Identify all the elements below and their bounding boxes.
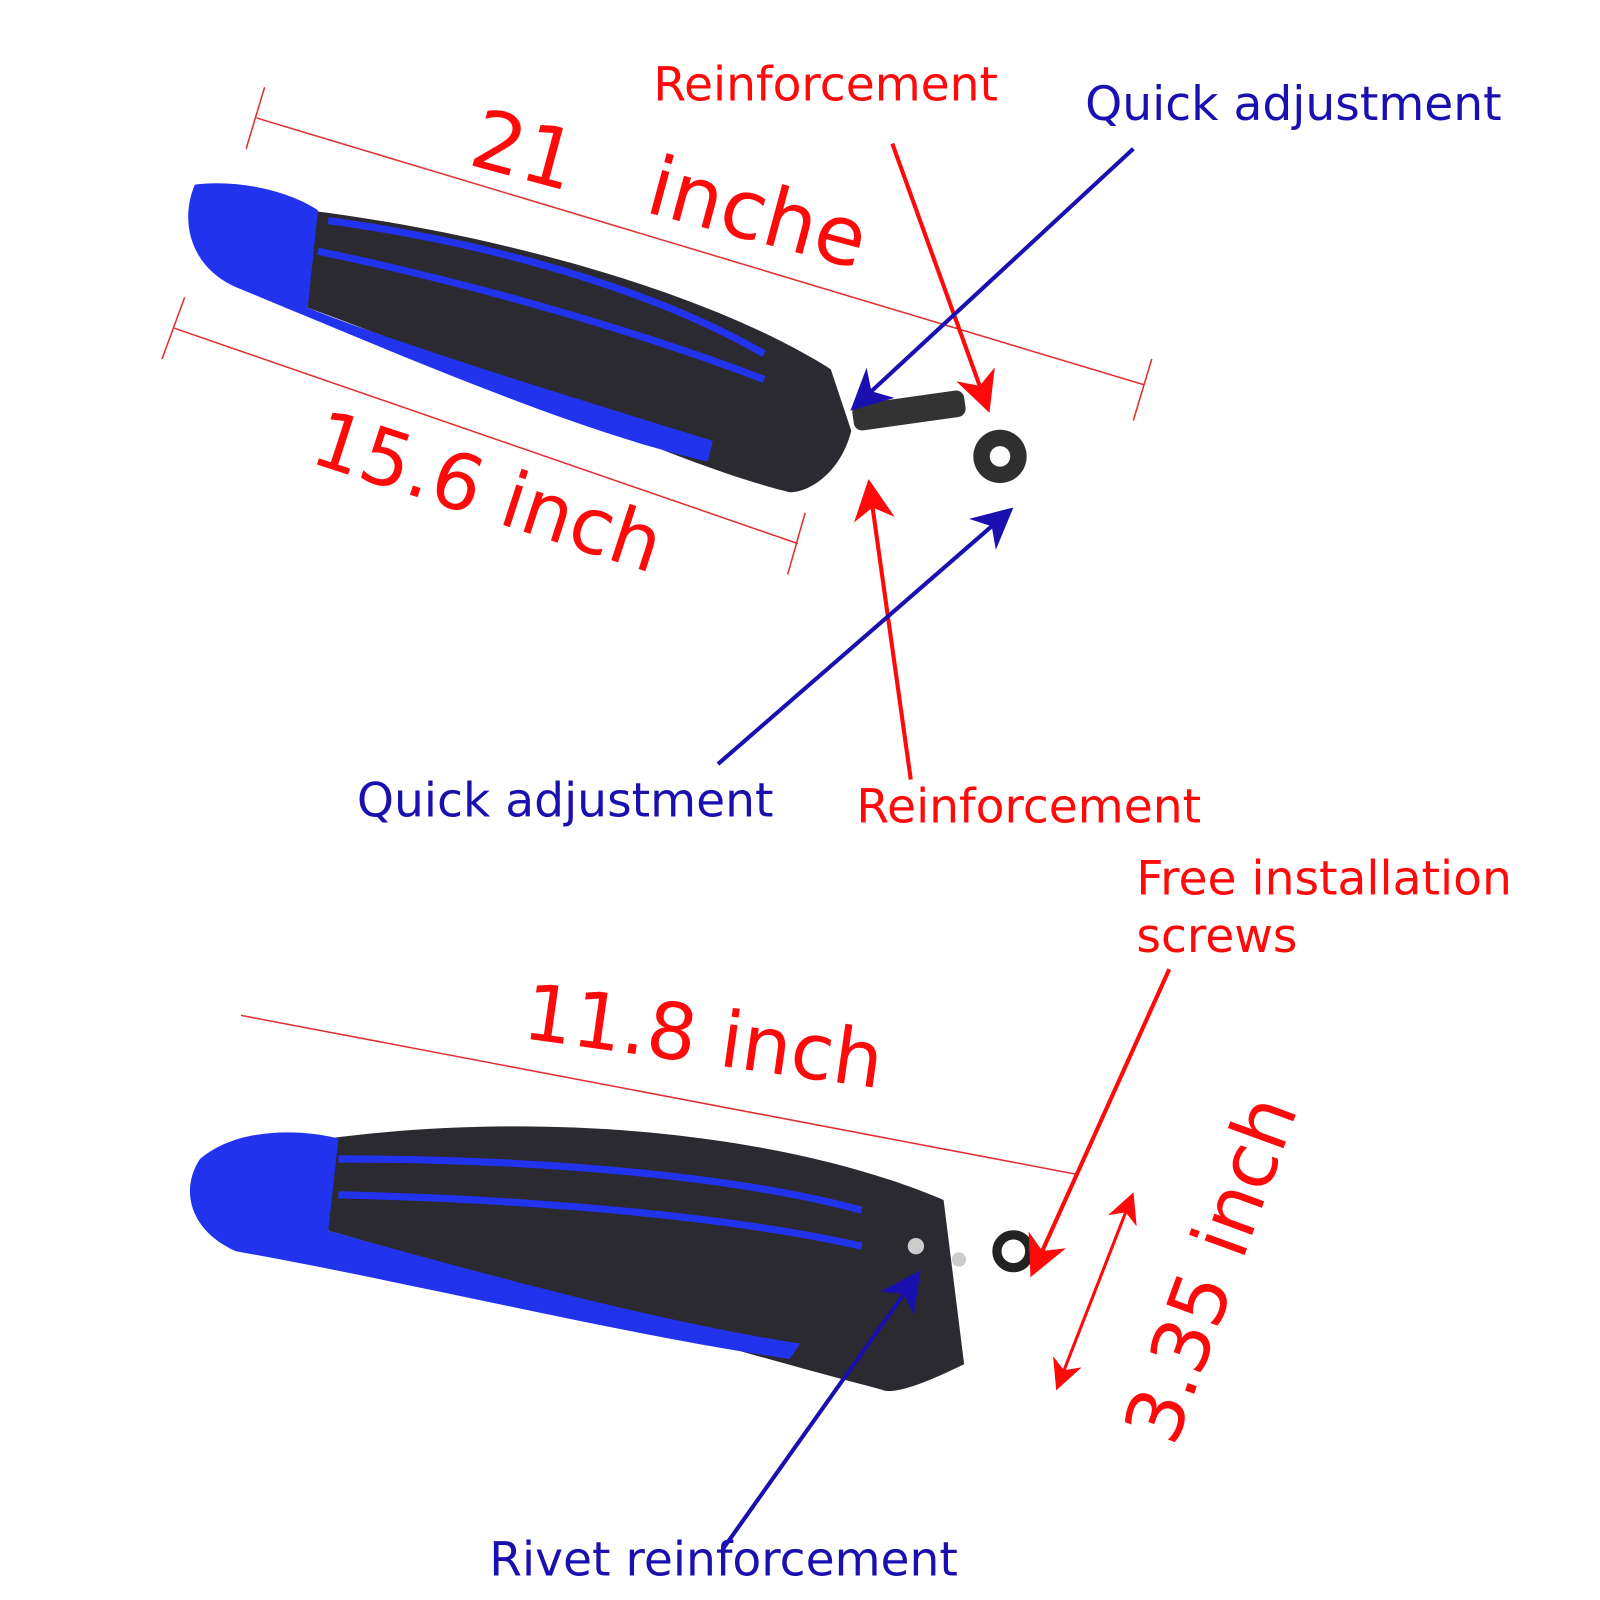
- arrow-height: [1053, 1192, 1137, 1391]
- arrows: [716, 142, 1172, 1550]
- label-reinforcement-mid: Reinforcement: [856, 780, 1201, 835]
- front-fender: [188, 183, 1027, 493]
- adjustment-bracket: [852, 390, 966, 431]
- arrow-quick-adjust-top: [850, 147, 1135, 411]
- arrow-free-installation: [1028, 968, 1172, 1278]
- arrow-quick-adjust-mid: [716, 507, 1014, 766]
- label-reinforcement-top: Reinforcement: [653, 58, 998, 113]
- label-rivet-reinforcement: Rivet reinforcement: [489, 1532, 958, 1587]
- dimension-lines: [161, 86, 1153, 1176]
- arrow-reinforcement-top: [890, 142, 995, 413]
- label-free-installation-2: screws: [1136, 909, 1297, 964]
- arrow-rivet: [721, 1270, 921, 1550]
- mount-ring: [992, 1230, 1035, 1273]
- rear-fender: [189, 1126, 1035, 1392]
- label-quick-adjustment-top: Quick adjustment: [1085, 77, 1502, 132]
- rivet: [951, 1252, 967, 1267]
- arrow-reinforcement-mid: [853, 479, 913, 780]
- label-quick-adjustment-mid: Quick adjustment: [357, 773, 774, 828]
- label-length-11-8: 11.8 inch: [518, 968, 889, 1107]
- label-height-3-35: 3.35 inch: [1108, 1084, 1316, 1455]
- label-free-installation-1: Free installation: [1136, 851, 1511, 906]
- rivet: [907, 1237, 925, 1255]
